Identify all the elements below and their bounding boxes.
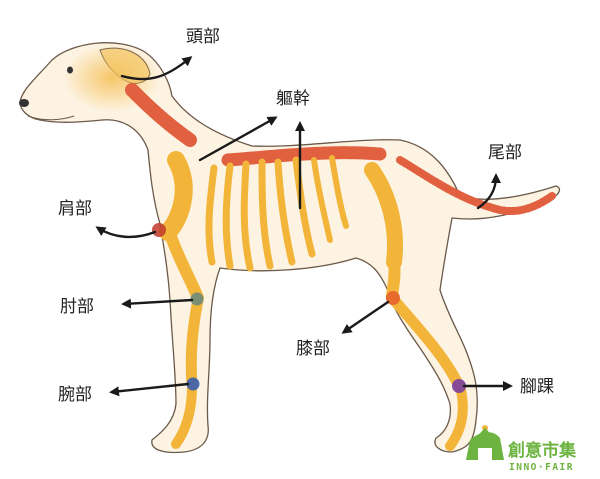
- neck-spine: [125, 83, 197, 147]
- wrist-joint: [186, 377, 200, 391]
- knee-arrow: [341, 300, 390, 334]
- tent-icon: [466, 425, 504, 462]
- shoulder-arrow: [95, 226, 157, 239]
- elbow-joint: [190, 292, 204, 306]
- back-spine: [221, 146, 387, 167]
- shoulder-joint: [152, 223, 166, 237]
- ankle-joint: [452, 379, 466, 393]
- head-arrow: [120, 56, 193, 81]
- label-elbow: 肘部: [60, 297, 94, 317]
- dog-mouth: [27, 115, 75, 121]
- dog-nose: [19, 99, 29, 107]
- label-shoulder: 肩部: [58, 199, 92, 219]
- logo-title: 創意市集: [507, 440, 577, 461]
- label-head: 頭部: [186, 27, 220, 47]
- elbow-arrow: [121, 298, 194, 309]
- label-wrist: 腕部: [58, 385, 92, 405]
- trunk-arrow-left: [198, 116, 278, 162]
- logo-subtitle: INNO·FAIR: [509, 462, 574, 473]
- tail-arrow: [476, 173, 501, 210]
- wrist-arrow: [109, 382, 190, 397]
- label-knee: 膝部: [296, 339, 330, 359]
- label-trunk: 軀幹: [276, 88, 310, 109]
- knee-joint: [386, 291, 400, 305]
- dog-eye: [67, 66, 73, 74]
- label-tail: 尾部: [488, 143, 522, 163]
- label-ankle: 腳踝: [520, 377, 554, 397]
- tail-spine: [396, 156, 556, 215]
- inno-fair-logo: 創意市集 INNO·FAIR: [466, 425, 577, 473]
- skeleton-bones: [159, 151, 468, 451]
